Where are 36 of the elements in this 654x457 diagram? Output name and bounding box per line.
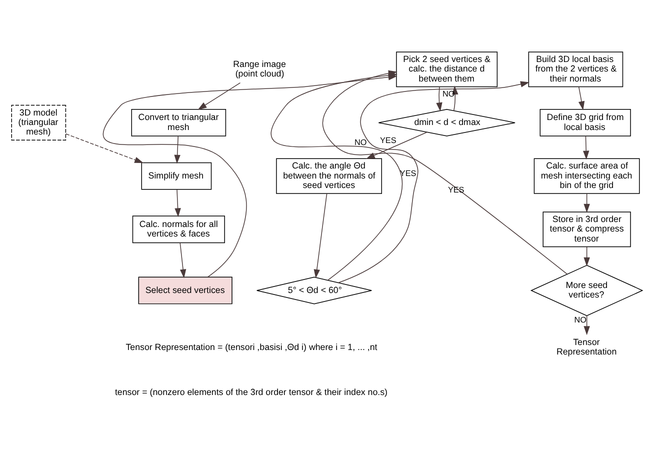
arrow	[198, 82, 241, 110]
edge-label: NO	[574, 314, 586, 324]
node-text: Tensor Representation	[556, 336, 617, 356]
arrow	[584, 314, 590, 335]
node-text: Range image (point cloud)	[233, 58, 286, 78]
node-diamond: 5° < Θd < 60°	[256, 276, 372, 304]
arrow	[366, 131, 428, 159]
arrow	[583, 135, 590, 160]
node-box: Define 3D grid from local basis	[540, 108, 631, 136]
arrow	[66, 133, 144, 163]
node-box: Store in 3rd order tensor & compress tensor	[542, 211, 631, 247]
node-box: 3D model (triangular mesh)	[11, 104, 66, 140]
edge-label: NO	[354, 137, 367, 146]
node-box: Calc. the angle Θd between the normals of seed vertices	[276, 158, 382, 194]
node-box: Simplify mesh	[141, 162, 212, 190]
node-box: Build 3D local basis from the 2 vertices & their normals	[528, 51, 624, 87]
label: Tensor Representation = (tensori ,basisi ,Θd i) where i = 1, ... ,nt	[126, 341, 378, 352]
arrow	[578, 86, 585, 110]
node-box: Calc. surface area of mesh intersecting each bin of the grid	[534, 158, 640, 194]
arrow	[174, 188, 181, 217]
node-diamond: dmin < d < dmax	[378, 108, 516, 136]
label: tensor = (nonzero elements of the 3rd order tensor & their index no.s)	[114, 386, 388, 396]
node-box: Pick 2 seed vertices & calc. the distance d between them	[396, 51, 498, 87]
node-box: Convert to triangular mesh	[131, 108, 226, 136]
arrow	[174, 135, 180, 164]
arrow	[180, 242, 186, 278]
edge-label: NO	[442, 88, 455, 98]
arrow	[584, 246, 590, 266]
arrow	[436, 86, 442, 111]
arrow	[338, 80, 530, 283]
node-box: Select seed vertices	[138, 276, 232, 304]
arrow	[314, 192, 328, 278]
arrow	[584, 192, 590, 212]
node-diamond: More seed vertices?	[530, 264, 644, 316]
node-box: Calc. normals for all vertices & faces	[132, 215, 225, 243]
edge-label: YES	[380, 135, 396, 144]
